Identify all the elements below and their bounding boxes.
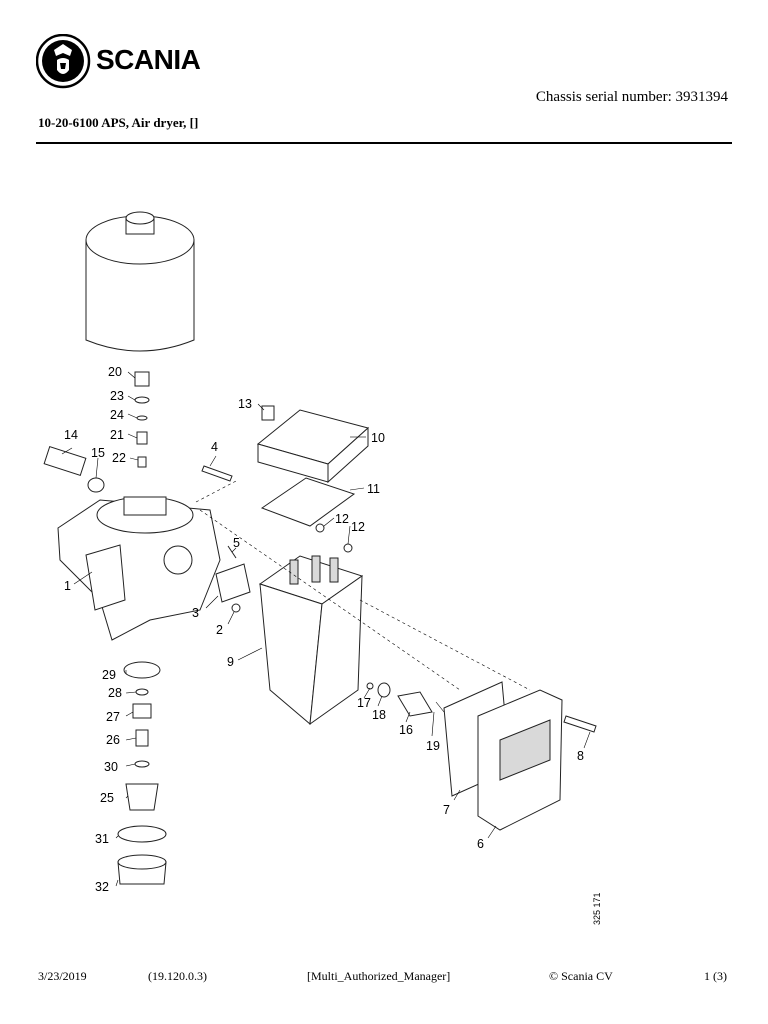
callout-10: 10 bbox=[371, 431, 385, 445]
callout-14: 14 bbox=[64, 428, 78, 442]
callout-20: 20 bbox=[108, 365, 122, 379]
callout-15: 15 bbox=[91, 446, 105, 460]
callout-24: 24 bbox=[110, 408, 124, 422]
valve-block bbox=[258, 555, 364, 726]
callout-12b: 12 bbox=[351, 520, 365, 534]
callout-26: 26 bbox=[106, 733, 120, 747]
callout-9: 9 bbox=[227, 655, 234, 669]
callout-28: 28 bbox=[108, 686, 122, 700]
callout-8: 8 bbox=[577, 749, 584, 763]
callout-2: 2 bbox=[216, 623, 223, 637]
dryer-housing bbox=[57, 496, 221, 641]
filter-cartridge bbox=[85, 211, 195, 352]
footer-page: 1 (3) bbox=[704, 969, 727, 983]
callout-16: 16 bbox=[399, 723, 413, 737]
brand-wordmark: SCANIA bbox=[96, 44, 201, 75]
callout-5: 5 bbox=[233, 536, 240, 550]
callout-13: 13 bbox=[238, 397, 252, 411]
callout-22: 22 bbox=[112, 451, 126, 465]
footer-date: 3/23/2019 bbox=[38, 969, 87, 983]
callout-4: 4 bbox=[211, 440, 218, 454]
exploded-parts-diagram: 1 2 3 4 5 6 7 8 9 10 11 12 12 13 14 15 1… bbox=[43, 211, 602, 925]
scania-logo-icon bbox=[36, 34, 91, 89]
lower-parts-stack bbox=[117, 661, 167, 885]
footer-user: [Multi_Authorized_Manager] bbox=[307, 969, 451, 983]
callout-23: 23 bbox=[110, 389, 124, 403]
upper-small-parts bbox=[134, 371, 150, 468]
callout-30: 30 bbox=[104, 760, 118, 774]
figure-reference: 325 171 bbox=[592, 892, 602, 925]
ecu-cover bbox=[477, 689, 563, 831]
callout-18: 18 bbox=[372, 708, 386, 722]
footer-copyright: © Scania CV bbox=[549, 969, 613, 983]
callout-31: 31 bbox=[95, 832, 109, 846]
callout-7: 7 bbox=[443, 803, 450, 817]
header-divider bbox=[36, 142, 732, 144]
callout-27: 27 bbox=[106, 710, 120, 724]
callout-6: 6 bbox=[477, 837, 484, 851]
callout-17: 17 bbox=[357, 696, 371, 710]
callouts: 1 2 3 4 5 6 7 8 9 10 11 12 12 13 14 15 1… bbox=[64, 365, 584, 894]
callout-19: 19 bbox=[426, 739, 440, 753]
callout-29: 29 bbox=[102, 668, 116, 682]
chassis-serial: Chassis serial number: 3931394 bbox=[535, 89, 728, 105]
footer-version: (19.120.0.3) bbox=[148, 969, 207, 983]
callout-32: 32 bbox=[95, 880, 109, 894]
callout-12a: 12 bbox=[335, 512, 349, 526]
callout-21: 21 bbox=[110, 428, 124, 442]
leader-lines bbox=[61, 371, 591, 887]
callout-11: 11 bbox=[367, 482, 380, 496]
callout-25: 25 bbox=[100, 791, 114, 805]
port-adapter bbox=[43, 445, 105, 493]
valve-cover bbox=[256, 409, 370, 484]
callout-3: 3 bbox=[192, 606, 199, 620]
page-title: 10-20-6100 APS, Air dryer, [] bbox=[38, 115, 199, 130]
callout-1: 1 bbox=[64, 579, 71, 593]
